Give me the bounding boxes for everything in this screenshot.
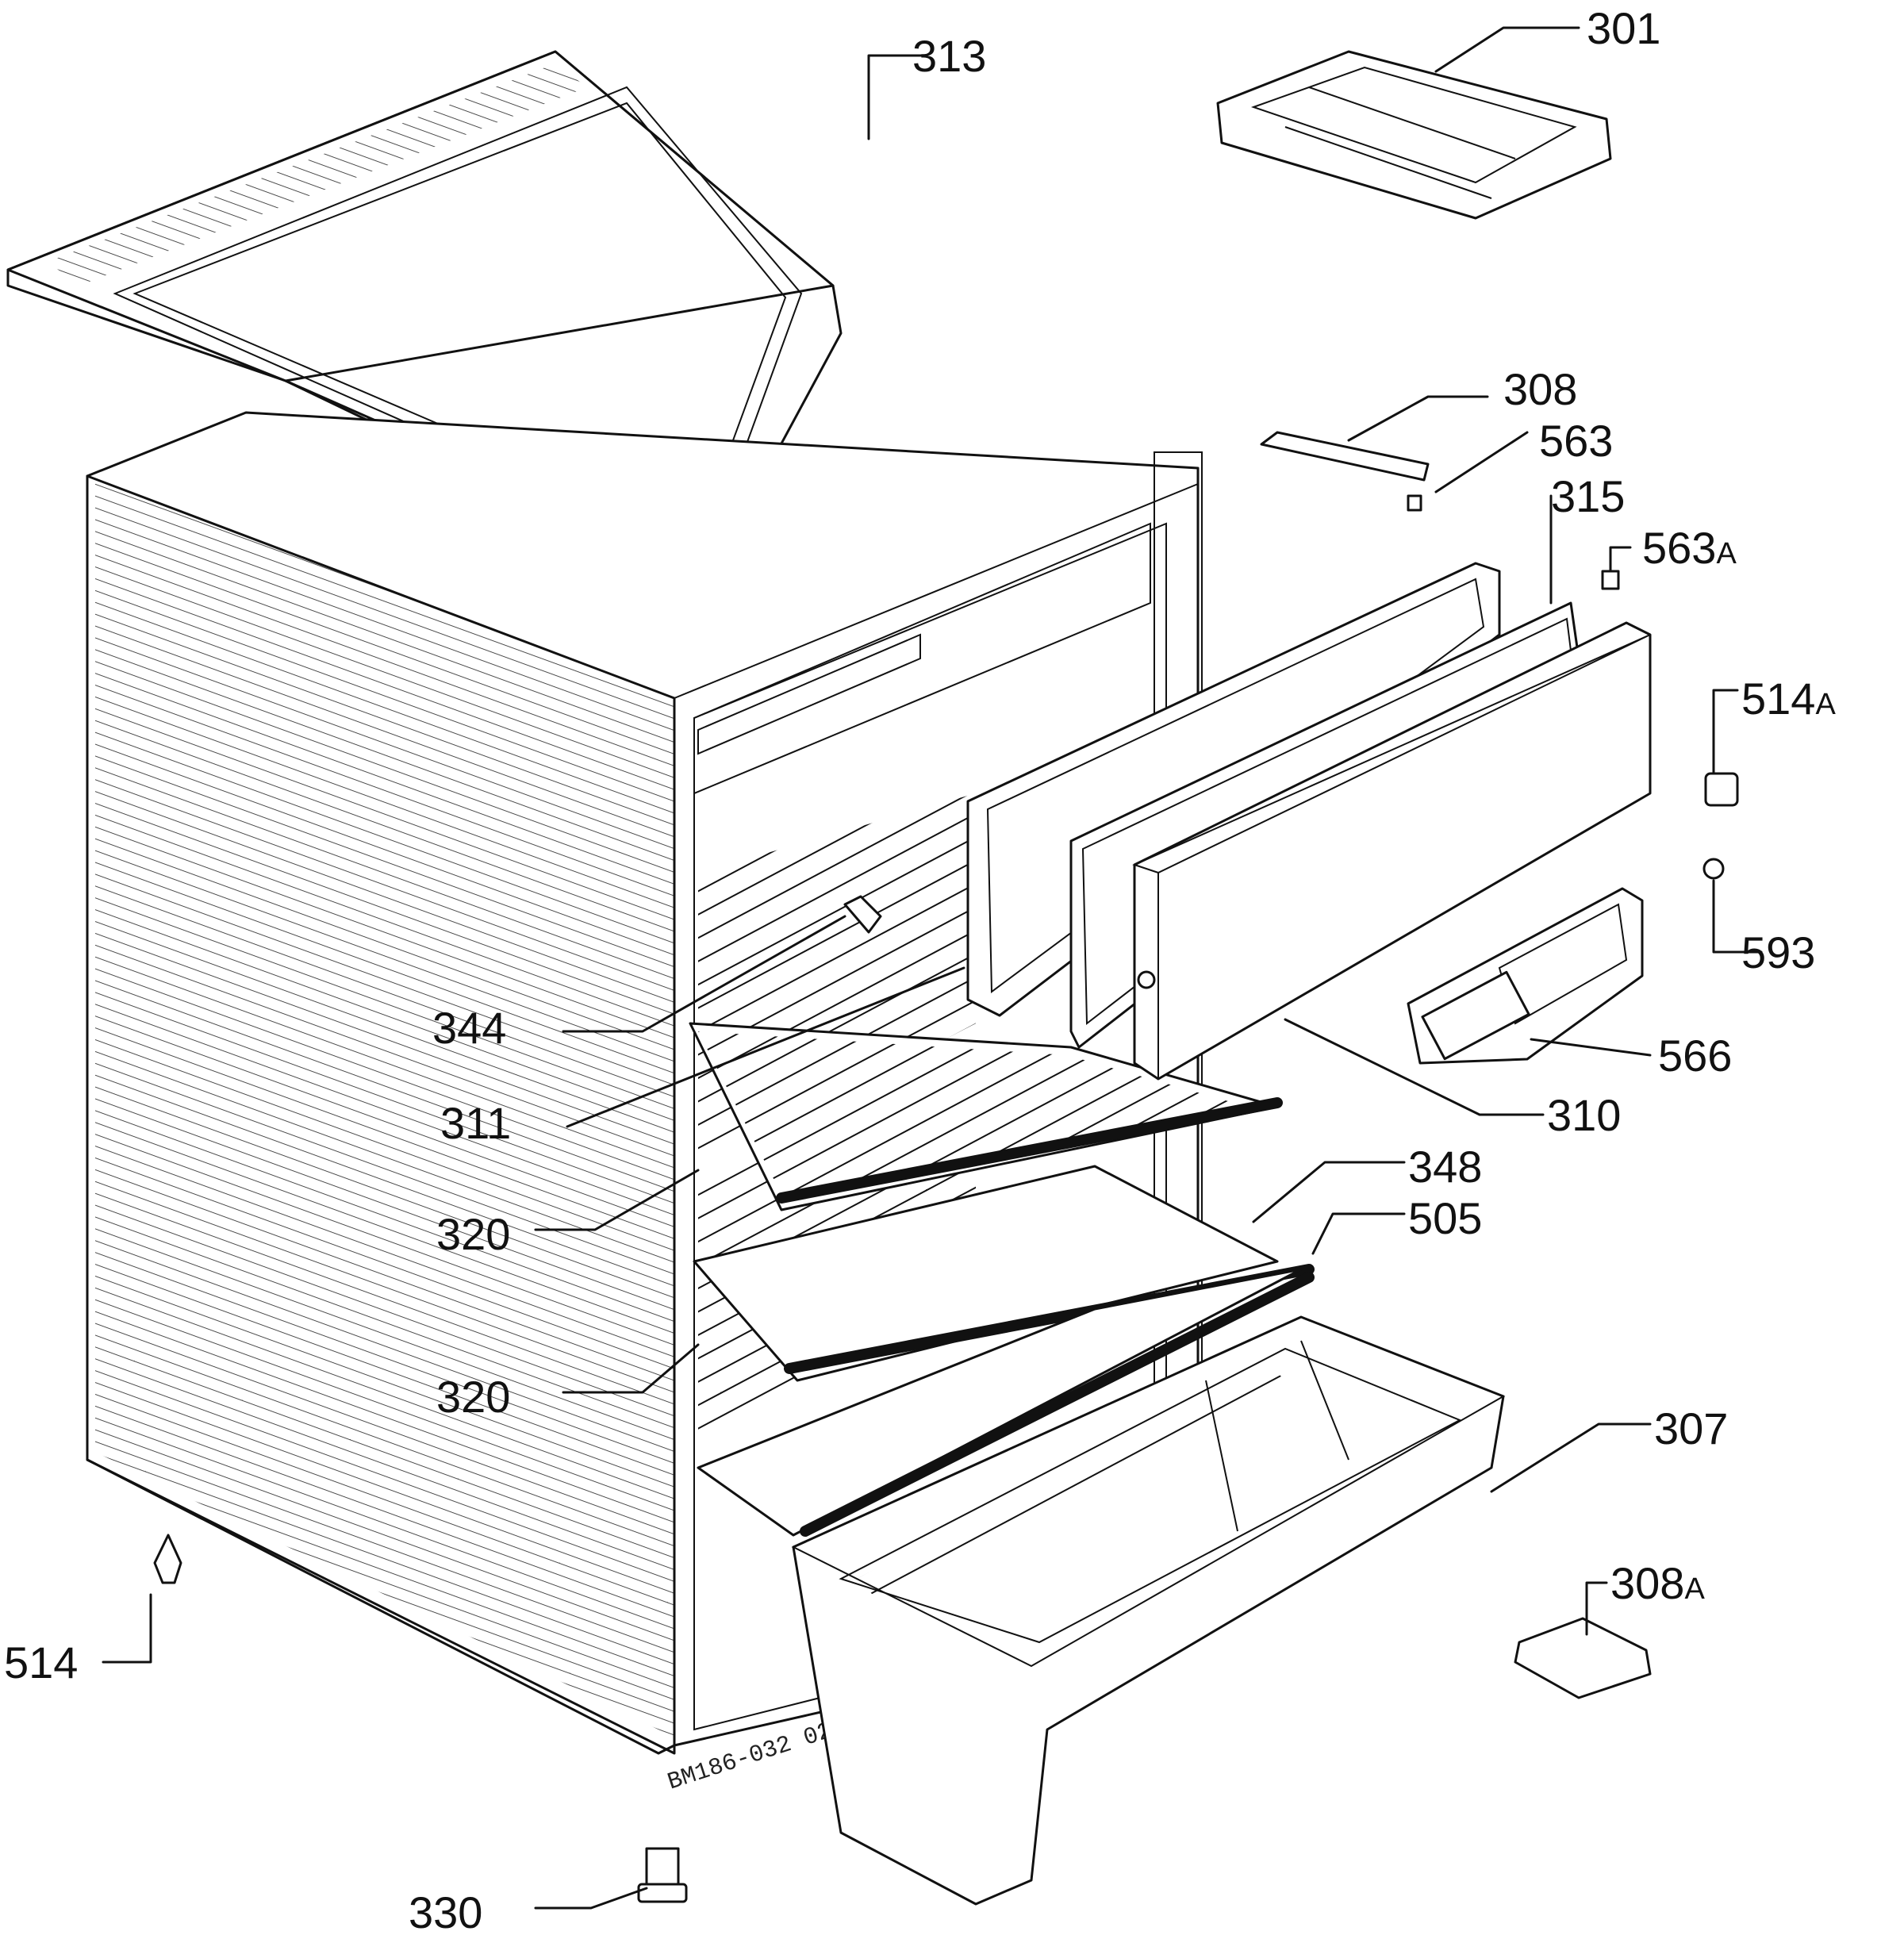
part-label-301: 301	[1587, 3, 1660, 53]
part-label-310: 310	[1547, 1090, 1621, 1140]
leader-lines	[102, 26, 1763, 1910]
part-label-315: 315	[1551, 471, 1625, 521]
screw-563a	[1601, 570, 1620, 590]
part-label-563a: 563A	[1642, 523, 1737, 573]
pin-593	[1702, 858, 1725, 880]
part-label-348: 348	[1408, 1142, 1482, 1192]
foot-514	[153, 1534, 182, 1584]
part-label-514: 514	[4, 1637, 78, 1687]
part-label-330: 330	[409, 1887, 482, 1935]
part-label-566: 566	[1658, 1031, 1732, 1081]
part-label-320-lower: 320	[436, 1372, 510, 1422]
part-label-308a: 308A	[1610, 1558, 1705, 1608]
part-label-514a: 514A	[1741, 674, 1836, 724]
part-label-307: 307	[1654, 1403, 1728, 1453]
part-label-313: 313	[912, 31, 986, 81]
part-label-320-upper: 320	[436, 1209, 510, 1259]
clip-344	[843, 895, 882, 934]
hinge-308a	[1514, 1617, 1652, 1699]
adjustable-foot-330	[637, 1847, 688, 1903]
part-label-308: 308	[1503, 364, 1577, 414]
screw-563	[1407, 494, 1422, 512]
freezer-door-310	[1132, 621, 1652, 1081]
part-label-505: 505	[1408, 1193, 1482, 1243]
part-label-344: 344	[432, 1003, 506, 1053]
ice-cube-tray-301	[1216, 50, 1612, 220]
hinge-308	[1260, 431, 1430, 482]
part-label-563: 563	[1539, 416, 1613, 466]
part-label-593: 593	[1741, 927, 1815, 977]
shelf-lower-glass	[697, 1268, 1315, 1537]
wire-shelf-upper	[689, 1022, 1283, 1211]
crisper-drawer-307	[791, 1315, 1506, 1906]
bush-514a	[1704, 772, 1739, 807]
door-handle-566	[1407, 887, 1644, 1065]
part-label-311: 311	[440, 1098, 511, 1148]
